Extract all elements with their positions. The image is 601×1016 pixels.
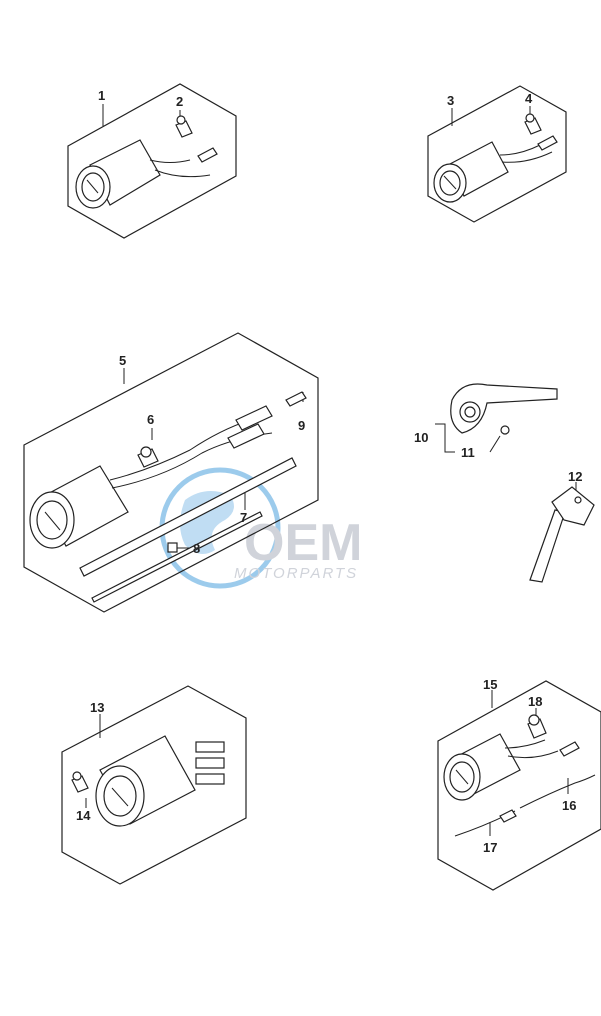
gauge-part-3 <box>433 141 553 203</box>
callout-17: 17 <box>483 840 497 855</box>
callout-16: 16 <box>562 798 576 813</box>
connector-part-9 <box>227 391 307 449</box>
gauge-part-15 <box>443 733 559 801</box>
gauge-part-1 <box>75 139 211 209</box>
bulb-part-18 <box>527 714 547 739</box>
gauge-part-13 <box>95 735 225 827</box>
callout-1: 1 <box>98 88 105 103</box>
tube-part-7 <box>79 457 297 603</box>
bulb-part-6 <box>137 446 159 468</box>
callout-7: 7 <box>240 510 247 525</box>
callout-6: 6 <box>147 412 154 427</box>
bulb-part-4 <box>524 113 542 135</box>
bracket-10: 10 11 <box>414 383 558 460</box>
harness-part-17 <box>454 809 517 837</box>
callout-11: 11 <box>461 445 475 460</box>
callout-8: 8 <box>193 541 200 556</box>
callout-9: 9 <box>298 418 305 433</box>
gauge-kit-5: 5 6 7 8 9 <box>23 332 319 613</box>
gauge-part-5 <box>29 419 273 549</box>
callout-14: 14 <box>76 808 91 823</box>
callout-10: 10 <box>414 430 428 445</box>
gauge-kit-3: 3 4 <box>427 85 567 223</box>
watermark-tagline: MOTORPARTS <box>234 565 358 582</box>
callout-15: 15 <box>483 677 497 692</box>
gauge-kit-15: 15 16 17 18 <box>437 677 601 891</box>
callout-5: 5 <box>119 353 126 368</box>
gauge-kit-1: 1 2 <box>67 83 237 239</box>
watermark-brand: OEM <box>244 514 362 572</box>
callout-18: 18 <box>528 694 542 709</box>
callout-12: 12 <box>568 469 582 484</box>
bulb-part-2 <box>175 115 193 138</box>
callout-2: 2 <box>176 94 183 109</box>
clip-part-8 <box>167 542 178 553</box>
gauge-kit-13: 13 14 <box>61 685 247 885</box>
lever-12: 12 <box>529 469 595 583</box>
callout-4: 4 <box>525 91 533 106</box>
bracket-part-10 <box>450 383 558 434</box>
callout-3: 3 <box>447 93 454 108</box>
screw-part-11 <box>500 425 510 435</box>
bulb-part-14 <box>71 771 89 793</box>
watermark: OEM MOTORPARTS <box>159 467 362 589</box>
harness-part-16 <box>519 774 596 809</box>
lever-part-12 <box>529 486 595 583</box>
callout-13: 13 <box>90 700 104 715</box>
